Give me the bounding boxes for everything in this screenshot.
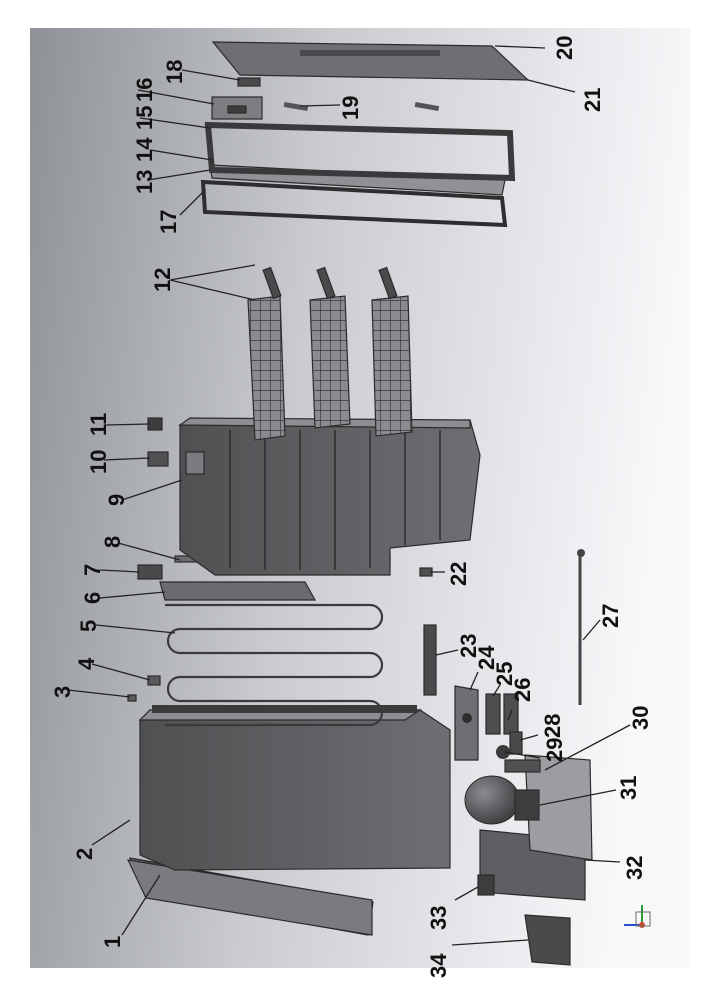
part-12-shelf-2 bbox=[309, 295, 351, 429]
part-5-condenser-coil bbox=[165, 603, 384, 727]
label-part-9: 9 bbox=[104, 494, 129, 506]
part-31-compressor-base bbox=[514, 789, 540, 821]
part-20-door-handle bbox=[300, 50, 440, 56]
label-part-17: 17 bbox=[156, 210, 181, 234]
part-2-outer-cabinet bbox=[139, 709, 451, 871]
label-part-23: 23 bbox=[456, 634, 481, 658]
part-31-compressor bbox=[464, 775, 520, 825]
label-part-26: 26 bbox=[510, 678, 535, 702]
label-part-19: 19 bbox=[338, 96, 363, 120]
label-part-2: 2 bbox=[72, 848, 97, 860]
label-part-8: 8 bbox=[100, 536, 125, 548]
label-part-10: 10 bbox=[86, 450, 111, 474]
label-part-29: 29 bbox=[542, 738, 567, 762]
part-10-block bbox=[147, 451, 169, 467]
part-7-vent-grille bbox=[137, 564, 163, 580]
part-33-foot bbox=[477, 874, 495, 896]
part-34-cover bbox=[524, 914, 571, 966]
part-23-bar bbox=[423, 624, 437, 696]
leader-lines bbox=[67, 45, 631, 946]
part-28-switch bbox=[509, 731, 523, 755]
label-part-21: 21 bbox=[580, 88, 605, 112]
part-19-pin-2 bbox=[414, 101, 440, 112]
label-part-6: 6 bbox=[80, 592, 105, 604]
axis-triad-icon bbox=[624, 905, 651, 928]
part-1-panel-face bbox=[126, 859, 373, 936]
label-part-5: 5 bbox=[76, 620, 101, 632]
part-4-bracket bbox=[147, 675, 161, 686]
part-14-door-frame bbox=[204, 121, 516, 182]
label-part-33: 33 bbox=[426, 906, 451, 930]
part-12-shelf-clip-2 bbox=[316, 266, 336, 300]
part-11-block bbox=[147, 417, 163, 431]
part-24-knob bbox=[462, 713, 472, 723]
label-part-24: 24 bbox=[474, 645, 499, 670]
label-part-20: 20 bbox=[552, 36, 577, 60]
part-3-fitting bbox=[127, 694, 137, 702]
label-part-15: 15 bbox=[132, 106, 157, 130]
label-part-11: 11 bbox=[86, 413, 111, 436]
label-part-3: 3 bbox=[50, 686, 75, 698]
part-15-hinge bbox=[227, 105, 247, 114]
part-6-back-plate bbox=[159, 581, 317, 601]
label-part-1: 1 bbox=[100, 936, 125, 948]
part-29-thermostat bbox=[496, 745, 510, 759]
part-17-gasket bbox=[200, 179, 508, 228]
part-labels: 1 2 3 4 5 6 7 8 9 10 11 12 13 14 15 16 1… bbox=[50, 36, 653, 978]
part-9-liner-tab bbox=[185, 451, 205, 475]
part-2-cabinet-opening bbox=[152, 705, 417, 713]
part-25-relay bbox=[485, 693, 501, 735]
label-part-18: 18 bbox=[162, 60, 187, 84]
part-12-shelf-clip-3 bbox=[378, 266, 398, 300]
label-part-31: 31 bbox=[616, 776, 641, 800]
part-19-pin-1 bbox=[283, 101, 309, 112]
label-part-34: 34 bbox=[426, 953, 451, 978]
part-18-clip bbox=[237, 77, 261, 87]
part-9-liner-ribs bbox=[229, 430, 441, 570]
part-24-control-bracket bbox=[454, 685, 479, 761]
part-12-shelf-3 bbox=[371, 295, 413, 437]
label-part-22: 22 bbox=[446, 562, 471, 586]
label-part-12: 12 bbox=[150, 268, 175, 292]
label-part-25: 25 bbox=[492, 662, 517, 686]
label-part-28: 28 bbox=[540, 714, 565, 738]
part-12-shelf-clip-1 bbox=[262, 266, 282, 300]
label-part-13: 13 bbox=[132, 170, 157, 194]
part-20-door-panel bbox=[211, 41, 530, 81]
label-part-30: 30 bbox=[628, 706, 653, 730]
label-part-16: 16 bbox=[132, 78, 157, 102]
part-27-rod-end bbox=[577, 549, 585, 557]
part-30-mount-plate bbox=[504, 759, 541, 773]
label-part-27: 27 bbox=[598, 604, 623, 628]
part-12-shelf-1 bbox=[247, 295, 286, 441]
label-part-32: 32 bbox=[622, 856, 647, 880]
label-part-7: 7 bbox=[80, 564, 105, 576]
label-part-14: 14 bbox=[132, 137, 157, 162]
label-part-4: 4 bbox=[74, 657, 99, 670]
